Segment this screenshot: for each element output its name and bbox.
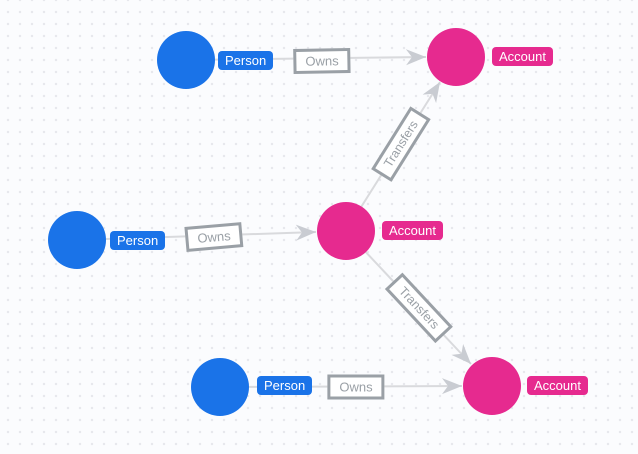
node-account-bottom[interactable] xyxy=(463,357,521,415)
node-person-top[interactable] xyxy=(157,31,215,89)
edge-label-owns-mid[interactable]: Owns xyxy=(184,222,244,252)
edge-label-owns-top[interactable]: Owns xyxy=(293,48,351,74)
node-label-person-top[interactable]: Person xyxy=(218,51,274,70)
node-label-account-mid[interactable]: Account xyxy=(382,221,443,240)
node-person-bottom[interactable] xyxy=(191,358,249,416)
edge-label-owns-bottom[interactable]: Owns xyxy=(327,374,385,400)
node-account-top[interactable] xyxy=(427,28,485,86)
node-label-person-mid[interactable]: Person xyxy=(110,231,166,250)
node-label-account-bottom[interactable]: Account xyxy=(527,376,588,395)
node-label-account-top[interactable]: Account xyxy=(492,47,553,66)
node-person-mid[interactable] xyxy=(48,211,106,269)
node-label-person-bottom[interactable]: Person xyxy=(257,376,313,395)
node-account-mid[interactable] xyxy=(317,202,375,260)
